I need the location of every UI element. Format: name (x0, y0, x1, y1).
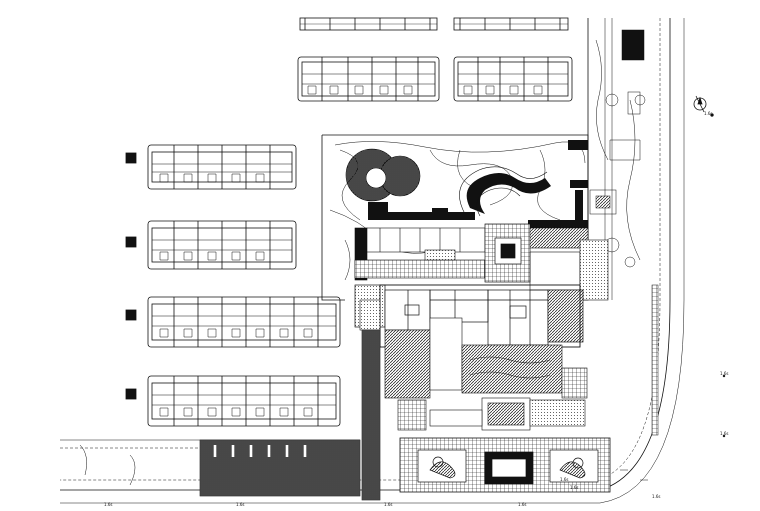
north-arrow-icon (693, 95, 707, 113)
bottom-mark-4: 1.6s (518, 502, 527, 507)
residential-block-top-4 (453, 56, 573, 102)
plaza-inner (417, 449, 599, 485)
dark-paved-walkway (368, 140, 588, 228)
right-mark-1: 1.6s (720, 371, 729, 376)
stream-outline (459, 166, 548, 217)
road-edge-hatch (651, 284, 659, 436)
parking-area (199, 439, 361, 497)
bottom-mark-6: 1.6s (570, 485, 579, 490)
east-corridor (529, 227, 609, 301)
bottom-mark-1: 1.6s (104, 502, 113, 507)
parking-stalls (213, 445, 307, 457)
bottom-mark-3: 1.6s (384, 502, 393, 507)
residential-block-left-3 (125, 296, 341, 348)
water-pool (384, 317, 563, 399)
residential-block-left-2 (125, 220, 297, 270)
central-tower (484, 223, 531, 283)
residential-block-left-1 (125, 144, 297, 190)
residential-block-top-1 (299, 17, 438, 31)
right-mark-3: 1.6s (704, 111, 713, 116)
annotation-marks (79, 113, 726, 486)
west-terrace (359, 299, 381, 501)
circular-pavilion (345, 148, 421, 202)
bottom-mark-5: 1.6s (652, 494, 661, 499)
stream-dark (466, 173, 551, 214)
gate-plaque: 1.6s (560, 477, 569, 482)
east-landscape-strip (589, 29, 646, 268)
residential-block-top-2 (453, 17, 569, 31)
residential-block-left-4 (125, 375, 341, 427)
residential-block-top-3 (297, 56, 440, 102)
west-pavilion-building (354, 227, 486, 281)
right-mark-2: 1.6s (720, 431, 729, 436)
entrance-steps (397, 397, 586, 431)
bottom-mark-2: 1.6s (236, 502, 245, 507)
east-terrace (561, 367, 588, 399)
